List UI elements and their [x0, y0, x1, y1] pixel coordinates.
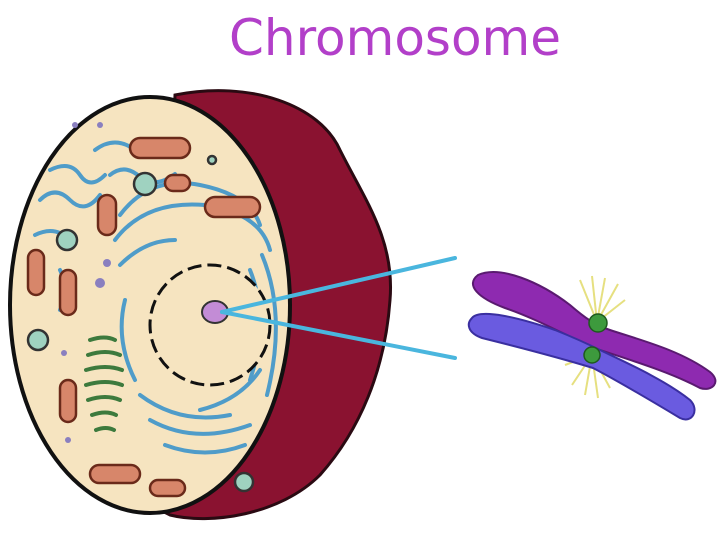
nucleus [148, 263, 272, 387]
page-title: Chromosome [228, 9, 562, 67]
pointer-lines [220, 256, 457, 360]
chromatid-b [467, 312, 696, 421]
chromosome-icon [467, 271, 717, 421]
golgi-apparatus [84, 335, 124, 432]
centromere-bottom [583, 346, 601, 364]
mitochondria [26, 136, 262, 498]
centromere-top [588, 313, 608, 333]
cell-icon [8, 89, 393, 521]
ribosomes [61, 122, 111, 443]
vacuoles [26, 154, 255, 493]
